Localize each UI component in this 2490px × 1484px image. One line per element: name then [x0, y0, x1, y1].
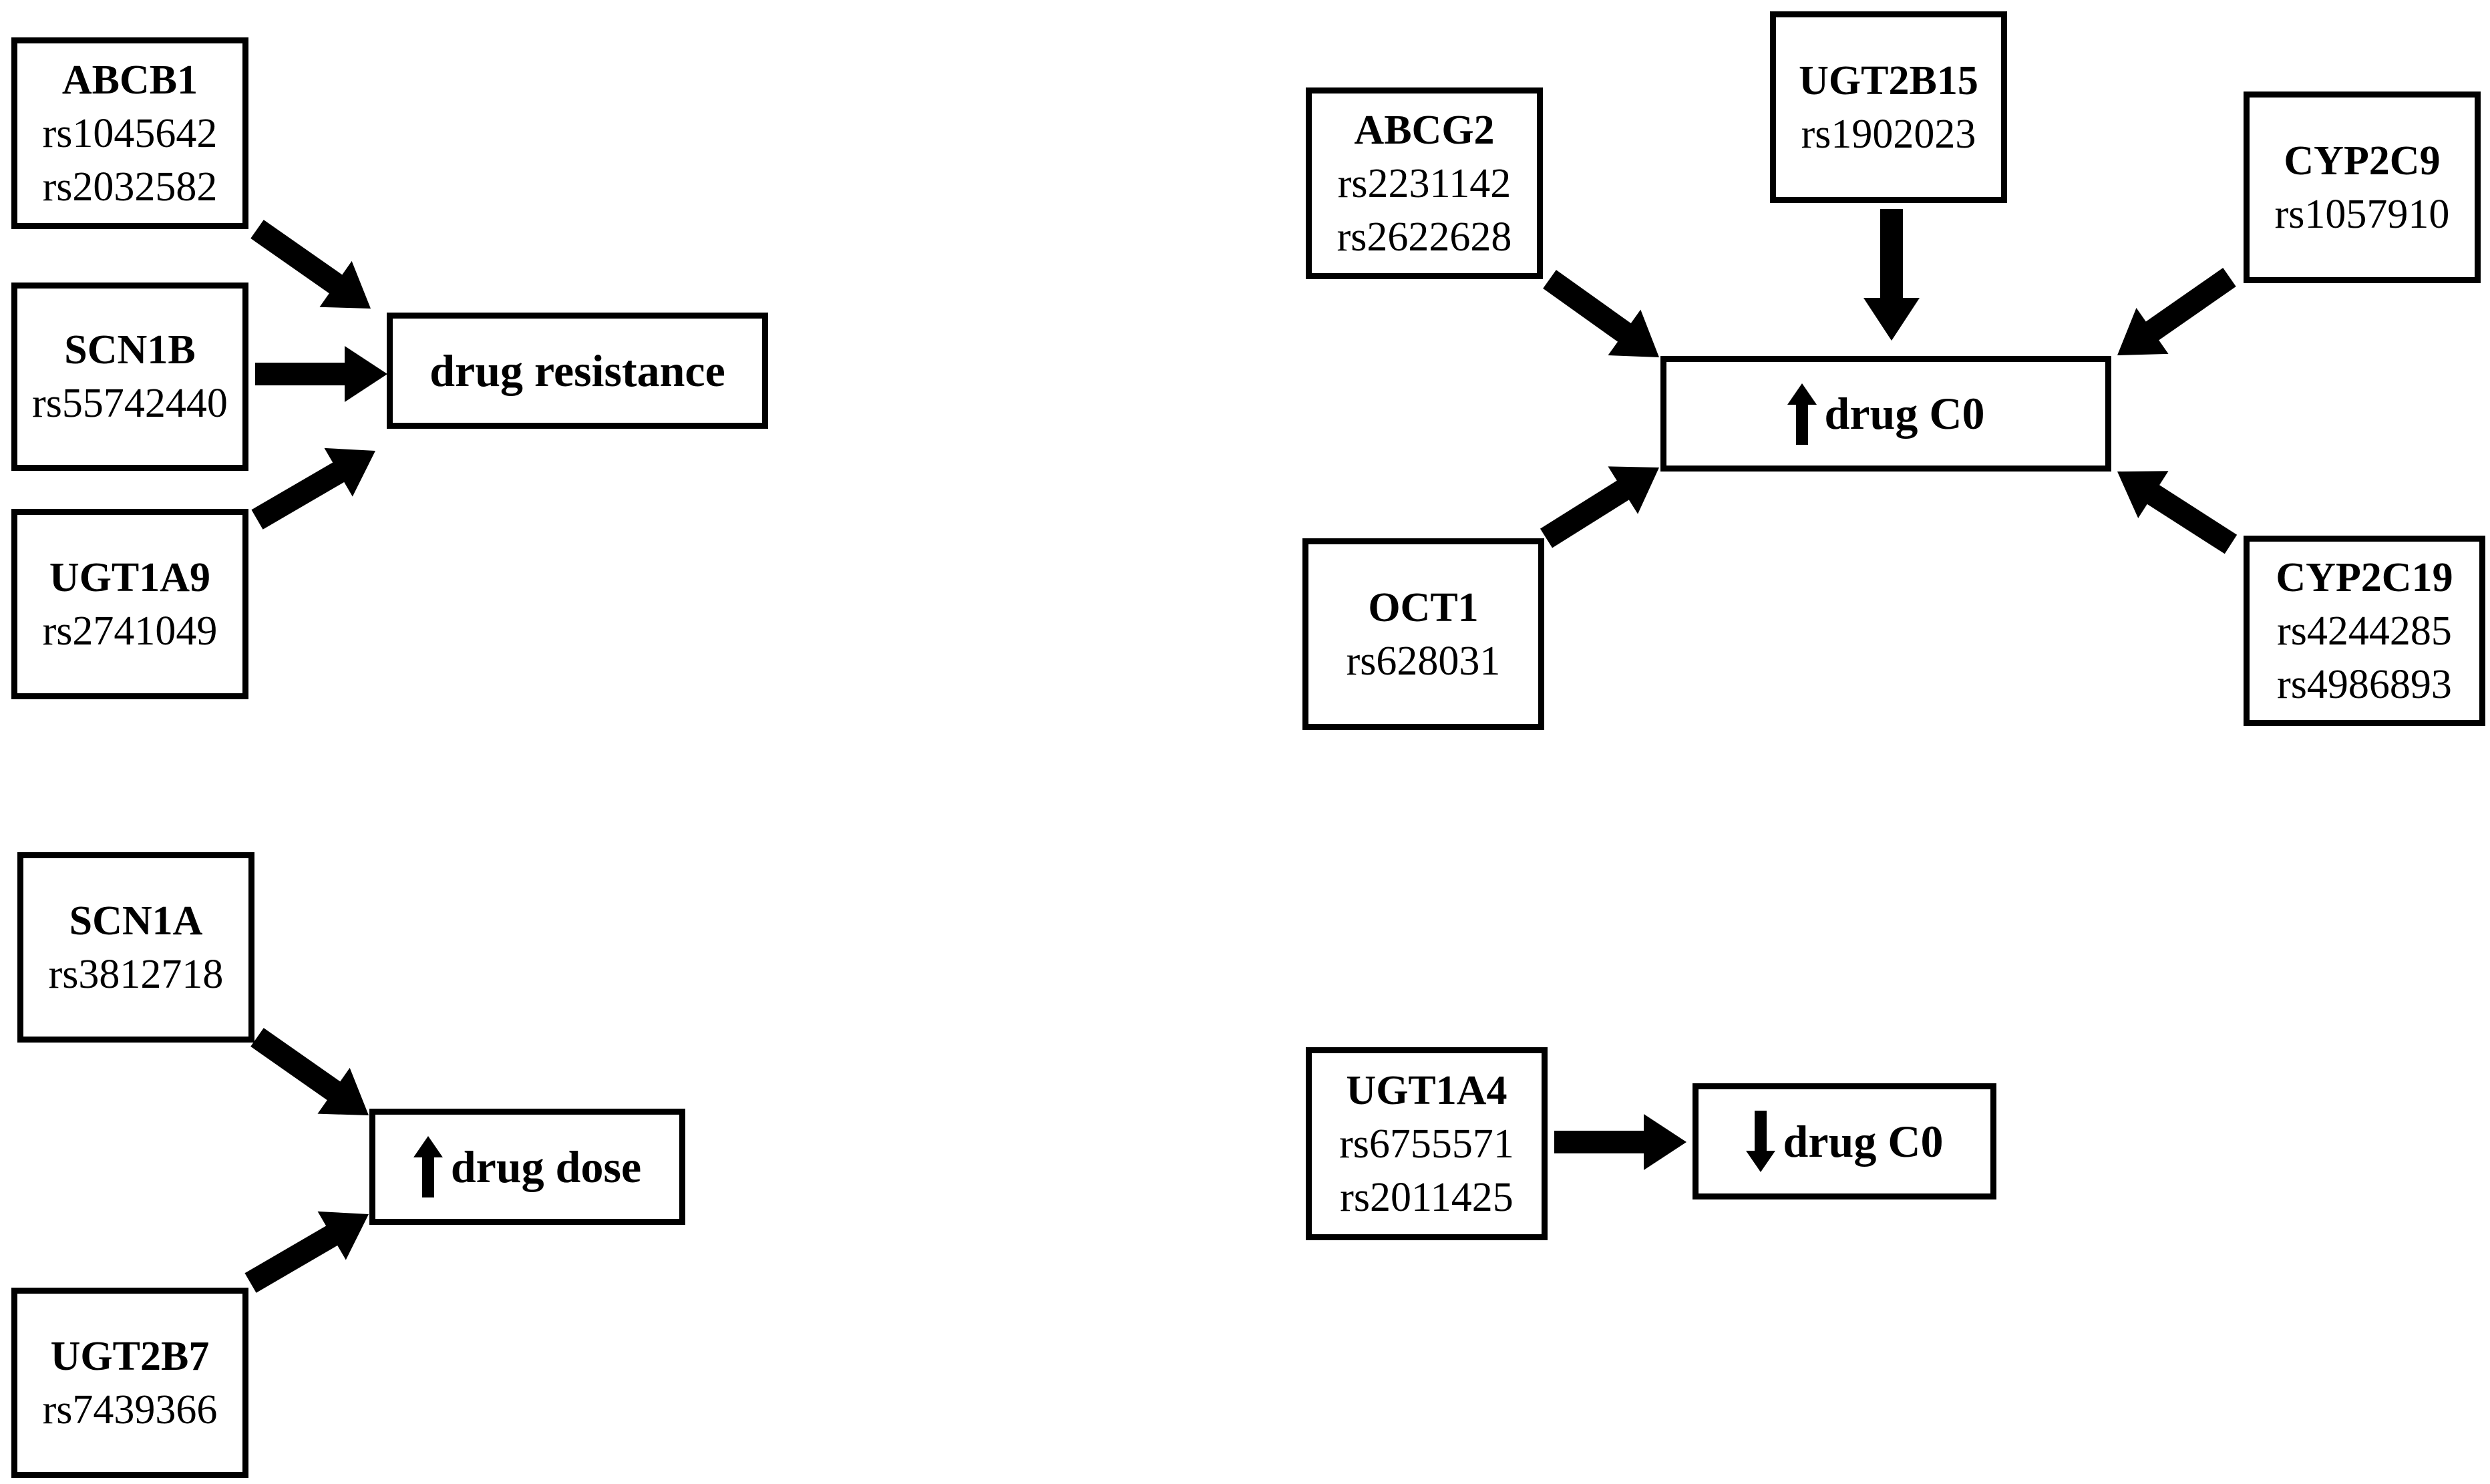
gene-box-cyp2c9: CYP2C9 rs1057910	[2244, 91, 2481, 283]
outcome-box-drug-c0-down: drug C0	[1693, 1083, 1996, 1199]
gene-name: ABCB1	[61, 57, 198, 103]
gene-box-oct1: OCT1 rs628031	[1302, 538, 1544, 730]
arrow-ugt2b15-to-drug-c0	[1863, 209, 1920, 341]
arrow-shaft	[2145, 268, 2236, 341]
snp-id: rs1057910	[2274, 191, 2450, 237]
arrow-head	[2117, 307, 2169, 355]
arrow-shaft	[250, 1028, 341, 1101]
arrow-head	[317, 1067, 369, 1115]
gene-box-ugt1a9: UGT1A9 rs2741049	[11, 509, 248, 699]
gene-name: CYP2C19	[2276, 554, 2453, 600]
gene-box-cyp2c19: CYP2C19 rs4244285 rs4986893	[2244, 536, 2485, 726]
snp-id: rs4244285	[2277, 608, 2452, 654]
gene-box-scn1a: SCN1A rs3812718	[17, 852, 254, 1043]
gene-box-ugt2b15: UGT2B15 rs1902023	[1770, 11, 2007, 203]
arrow-shaft	[251, 461, 345, 530]
gene-box-ugt2b7: UGT2B7 rs7439366	[11, 1288, 248, 1478]
arrow-shaft	[250, 220, 343, 295]
outcome-label: drug C0	[1824, 388, 1985, 439]
outcome-label: drug dose	[450, 1141, 642, 1192]
gene-name: ABCG2	[1354, 107, 1495, 153]
arrow-head	[1644, 1114, 1686, 1170]
snp-id: rs7439366	[42, 1386, 218, 1433]
snp-id: rs3812718	[48, 951, 224, 997]
arrow-head	[317, 1211, 369, 1260]
snp-id: rs2011425	[1340, 1174, 1514, 1220]
arrow-ugt1a9-to-drug-resistance	[251, 447, 375, 530]
arrow-scn1b-to-drug-resistance	[255, 346, 387, 402]
arrow-scn1a-to-drug-dose	[250, 1028, 369, 1115]
snp-id: rs2622628	[1337, 214, 1512, 260]
outcome-label: drug resistance	[429, 345, 725, 396]
down-arrow-icon	[1745, 1111, 1775, 1172]
arrow-abcg2-to-drug-c0	[1543, 270, 1659, 357]
snp-id: rs2032582	[42, 164, 218, 210]
gene-name: UGT1A4	[1346, 1067, 1507, 1113]
gene-box-ugt1a4: UGT1A4 rs6755571 rs2011425	[1306, 1047, 1548, 1240]
arrow-oct1-to-drug-c0	[1540, 466, 1659, 548]
arrow-shaft	[1543, 270, 1632, 343]
arrow-abcb1-to-drug-resistance	[250, 220, 371, 309]
arrow-cyp2c19-to-drug-c0	[2117, 471, 2238, 554]
arrow-head	[1608, 466, 1659, 514]
arrow-head	[2117, 471, 2169, 518]
outcome-label: drug C0	[1783, 1115, 1944, 1167]
arrow-shaft	[244, 1225, 339, 1293]
outcome-box-drug-resistance: drug resistance	[387, 313, 768, 429]
gene-name: UGT2B7	[50, 1333, 210, 1379]
gene-name: UGT2B15	[1799, 57, 1978, 104]
up-arrow-icon	[1787, 383, 1817, 445]
arrow-shaft	[2146, 484, 2238, 554]
outcome-box-drug-dose-up: drug dose	[369, 1109, 685, 1225]
arrow-shaft	[1540, 480, 1630, 548]
snp-id: rs628031	[1346, 638, 1501, 684]
gene-box-abcb1: ABCB1 rs1045642 rs2032582	[11, 37, 248, 229]
arrow-head	[1608, 309, 1659, 357]
gene-box-abcg2: ABCG2 rs2231142 rs2622628	[1306, 87, 1543, 279]
snp-id: rs6755571	[1339, 1121, 1514, 1167]
arrow-head	[1863, 298, 1920, 341]
gene-name: CYP2C9	[2284, 138, 2441, 184]
snp-id: rs2231142	[1337, 160, 1511, 206]
gene-name: UGT1A9	[49, 554, 211, 600]
arrow-head	[345, 346, 387, 402]
arrow-head	[319, 260, 371, 309]
arrow-ugt1a4-to-drug-c0	[1554, 1114, 1686, 1170]
snp-id: rs4986893	[2277, 661, 2452, 707]
snp-id: rs1902023	[1801, 111, 1976, 157]
up-arrow-icon	[413, 1136, 443, 1197]
gene-box-scn1b: SCN1B rs55742440	[11, 283, 248, 471]
snp-id: rs55742440	[32, 381, 228, 426]
outcome-box-drug-c0-up: drug C0	[1660, 356, 2111, 472]
arrow-head	[324, 447, 375, 497]
gene-name: SCN1A	[69, 898, 203, 944]
arrow-ugt2b7-to-drug-dose	[244, 1211, 369, 1293]
snp-id: rs2741049	[42, 608, 218, 654]
gene-name: SCN1B	[64, 327, 196, 373]
gene-name: OCT1	[1368, 584, 1479, 630]
snp-id: rs1045642	[42, 110, 218, 156]
arrow-cyp2c9-to-drug-c0	[2117, 268, 2236, 355]
